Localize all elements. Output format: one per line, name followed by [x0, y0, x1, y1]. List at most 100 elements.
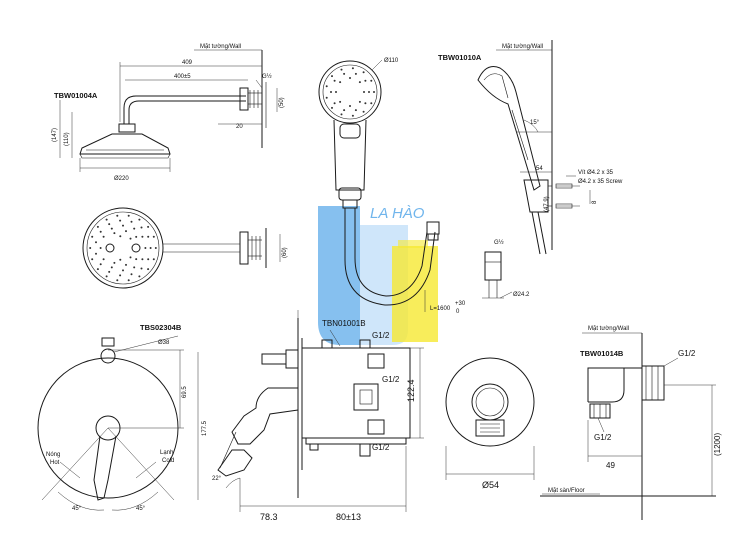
- dim-38: Ø38: [158, 340, 170, 346]
- nozzle-dot: [335, 91, 337, 93]
- thread-g12-holder: G½: [494, 239, 504, 246]
- dim-110: (110): [64, 132, 70, 146]
- nozzle-dot: [331, 75, 333, 78]
- model-label-tbw01014b: TBW01014B: [580, 349, 624, 358]
- nozzle-dot: [135, 258, 138, 261]
- hot-label-vn: Nóng: [46, 452, 60, 458]
- angle-15: 15°: [530, 120, 540, 126]
- dim-122-4: 122.4: [406, 379, 416, 402]
- thread-g12-arm: G½: [262, 73, 272, 80]
- nozzle-dot: [358, 100, 361, 103]
- dim-47-9: (47.9): [544, 196, 550, 212]
- model-label-tbw01004a: TBW01004A: [54, 91, 98, 100]
- nozzle-dot: [113, 261, 116, 264]
- nozzle-dot: [140, 226, 143, 229]
- nozzle-dot: [358, 81, 361, 84]
- nozzle-pattern: [89, 214, 157, 282]
- nozzle-dot: [116, 214, 119, 217]
- nozzle-dot: [125, 230, 127, 233]
- nozzle-dot: [152, 258, 155, 261]
- nozzle-dot: [333, 79, 336, 82]
- nozzle-dot: [340, 113, 343, 116]
- nozzle-dot: [330, 91, 332, 93]
- cold-label-vn: Lạnh: [160, 450, 173, 456]
- nozzle-dot: [119, 258, 122, 261]
- nozzle-dot: [339, 81, 342, 84]
- nozzle-dot: [349, 105, 351, 107]
- nozzle-dot: [362, 110, 365, 113]
- nozzle-dot: [91, 235, 94, 238]
- nozzle-dot: [110, 266, 113, 269]
- nozzle-dot: [102, 235, 105, 238]
- nozzle-dot: [119, 235, 122, 238]
- nozzle-dot: [91, 258, 94, 261]
- dim-147: (147): [52, 128, 58, 142]
- nozzle-dot: [351, 67, 354, 70]
- nozzle-dot: [119, 219, 122, 222]
- nozzle-dot: [138, 275, 141, 278]
- nozzle-dot: [354, 72, 357, 75]
- nozzle-dot: [129, 237, 132, 240]
- nozzle-dot: [108, 270, 111, 273]
- thread-g12-mid: G1/2: [382, 375, 400, 384]
- thread-g12-elbow-bot: G1/2: [594, 433, 612, 442]
- dim-60: (60): [282, 247, 288, 258]
- nozzle-dot: [147, 268, 150, 271]
- nozzle-dot: [127, 279, 130, 282]
- nozzle-dot: [99, 230, 102, 233]
- nozzle-dot: [122, 224, 124, 227]
- dim-20: 20: [236, 124, 243, 130]
- nozzle-dot: [130, 220, 133, 223]
- nozzle-dot: [325, 96, 328, 99]
- dim-1200: (1200): [713, 433, 722, 456]
- dim-24-2: Ø24.2: [513, 292, 530, 298]
- hot-label-en: Hot: [50, 460, 60, 466]
- screw-label-vn: Vít Ø4.2 x 35: [578, 170, 614, 176]
- thread-g12-top: G1/2: [372, 331, 390, 340]
- nozzle-dot: [102, 258, 105, 261]
- screw-label-en: Ø4.2 x 35 Screw: [578, 179, 623, 185]
- nozzle-dot: [144, 247, 147, 249]
- nozzle-dot: [96, 225, 99, 228]
- mixer-front-view: TBS02304B Ø38 69.5 177.5 Nóng Hot Lạnh C…: [37, 323, 208, 512]
- model-label-tbs02304b: TBS02304B: [140, 323, 182, 332]
- hand-shower: Ø110 L=1600 +30 0: [318, 58, 466, 315]
- dim-220: Ø220: [114, 176, 129, 182]
- nozzle-dot: [99, 247, 102, 249]
- dim-49: 49: [606, 461, 615, 470]
- model-label-tbw01010a: TBW01010A: [438, 53, 482, 62]
- nozzle-dot: [113, 232, 116, 235]
- dim-400: 400±5: [174, 74, 191, 80]
- nozzle-dot: [127, 214, 130, 217]
- nozzle-dot: [141, 258, 144, 261]
- nozzle-dot: [129, 256, 132, 259]
- hose-tol-upper: +30: [455, 301, 466, 307]
- valve-body: TBN01001B G1/2 G1/2 G1/2 122.4 80±13: [301, 319, 424, 522]
- wall-label-tbw01004a: Mặt tường/Wall: [200, 44, 241, 50]
- nozzle-dot: [349, 77, 351, 79]
- nozzle-dot: [133, 227, 136, 230]
- nozzle-dot: [141, 235, 144, 238]
- dim-54-holder: 54: [536, 166, 543, 172]
- nozzle-dot: [105, 218, 108, 221]
- dim-54-plate: Ø54: [482, 480, 499, 490]
- nozzle-dot: [147, 258, 150, 261]
- thread-g12-elbow-top: G1/2: [678, 349, 696, 358]
- mixer-side-view: 22° 78.3: [212, 310, 303, 522]
- nozzle-dot: [138, 218, 141, 221]
- watermark-logo: LA HÀO: [318, 205, 438, 345]
- floor-label: Mặt sàn/Floor: [548, 488, 585, 494]
- dim-8: 8: [592, 200, 598, 204]
- nozzle-dot: [364, 102, 367, 105]
- nozzle-dot: [95, 252, 97, 255]
- nozzle-dot: [368, 91, 370, 93]
- nozzle-dot: [343, 109, 346, 112]
- shower-head-assembly: TBW01004A Mặt tường/Wall 409 400±5 G½ (5…: [52, 44, 288, 289]
- nozzle-dot: [110, 227, 113, 230]
- nozzle-dot: [351, 114, 354, 117]
- angle-45-left: 45°: [72, 506, 82, 512]
- dim-177-5: 177.5: [202, 420, 208, 436]
- dim-50: (50): [279, 97, 285, 108]
- nozzle-dot: [343, 72, 346, 75]
